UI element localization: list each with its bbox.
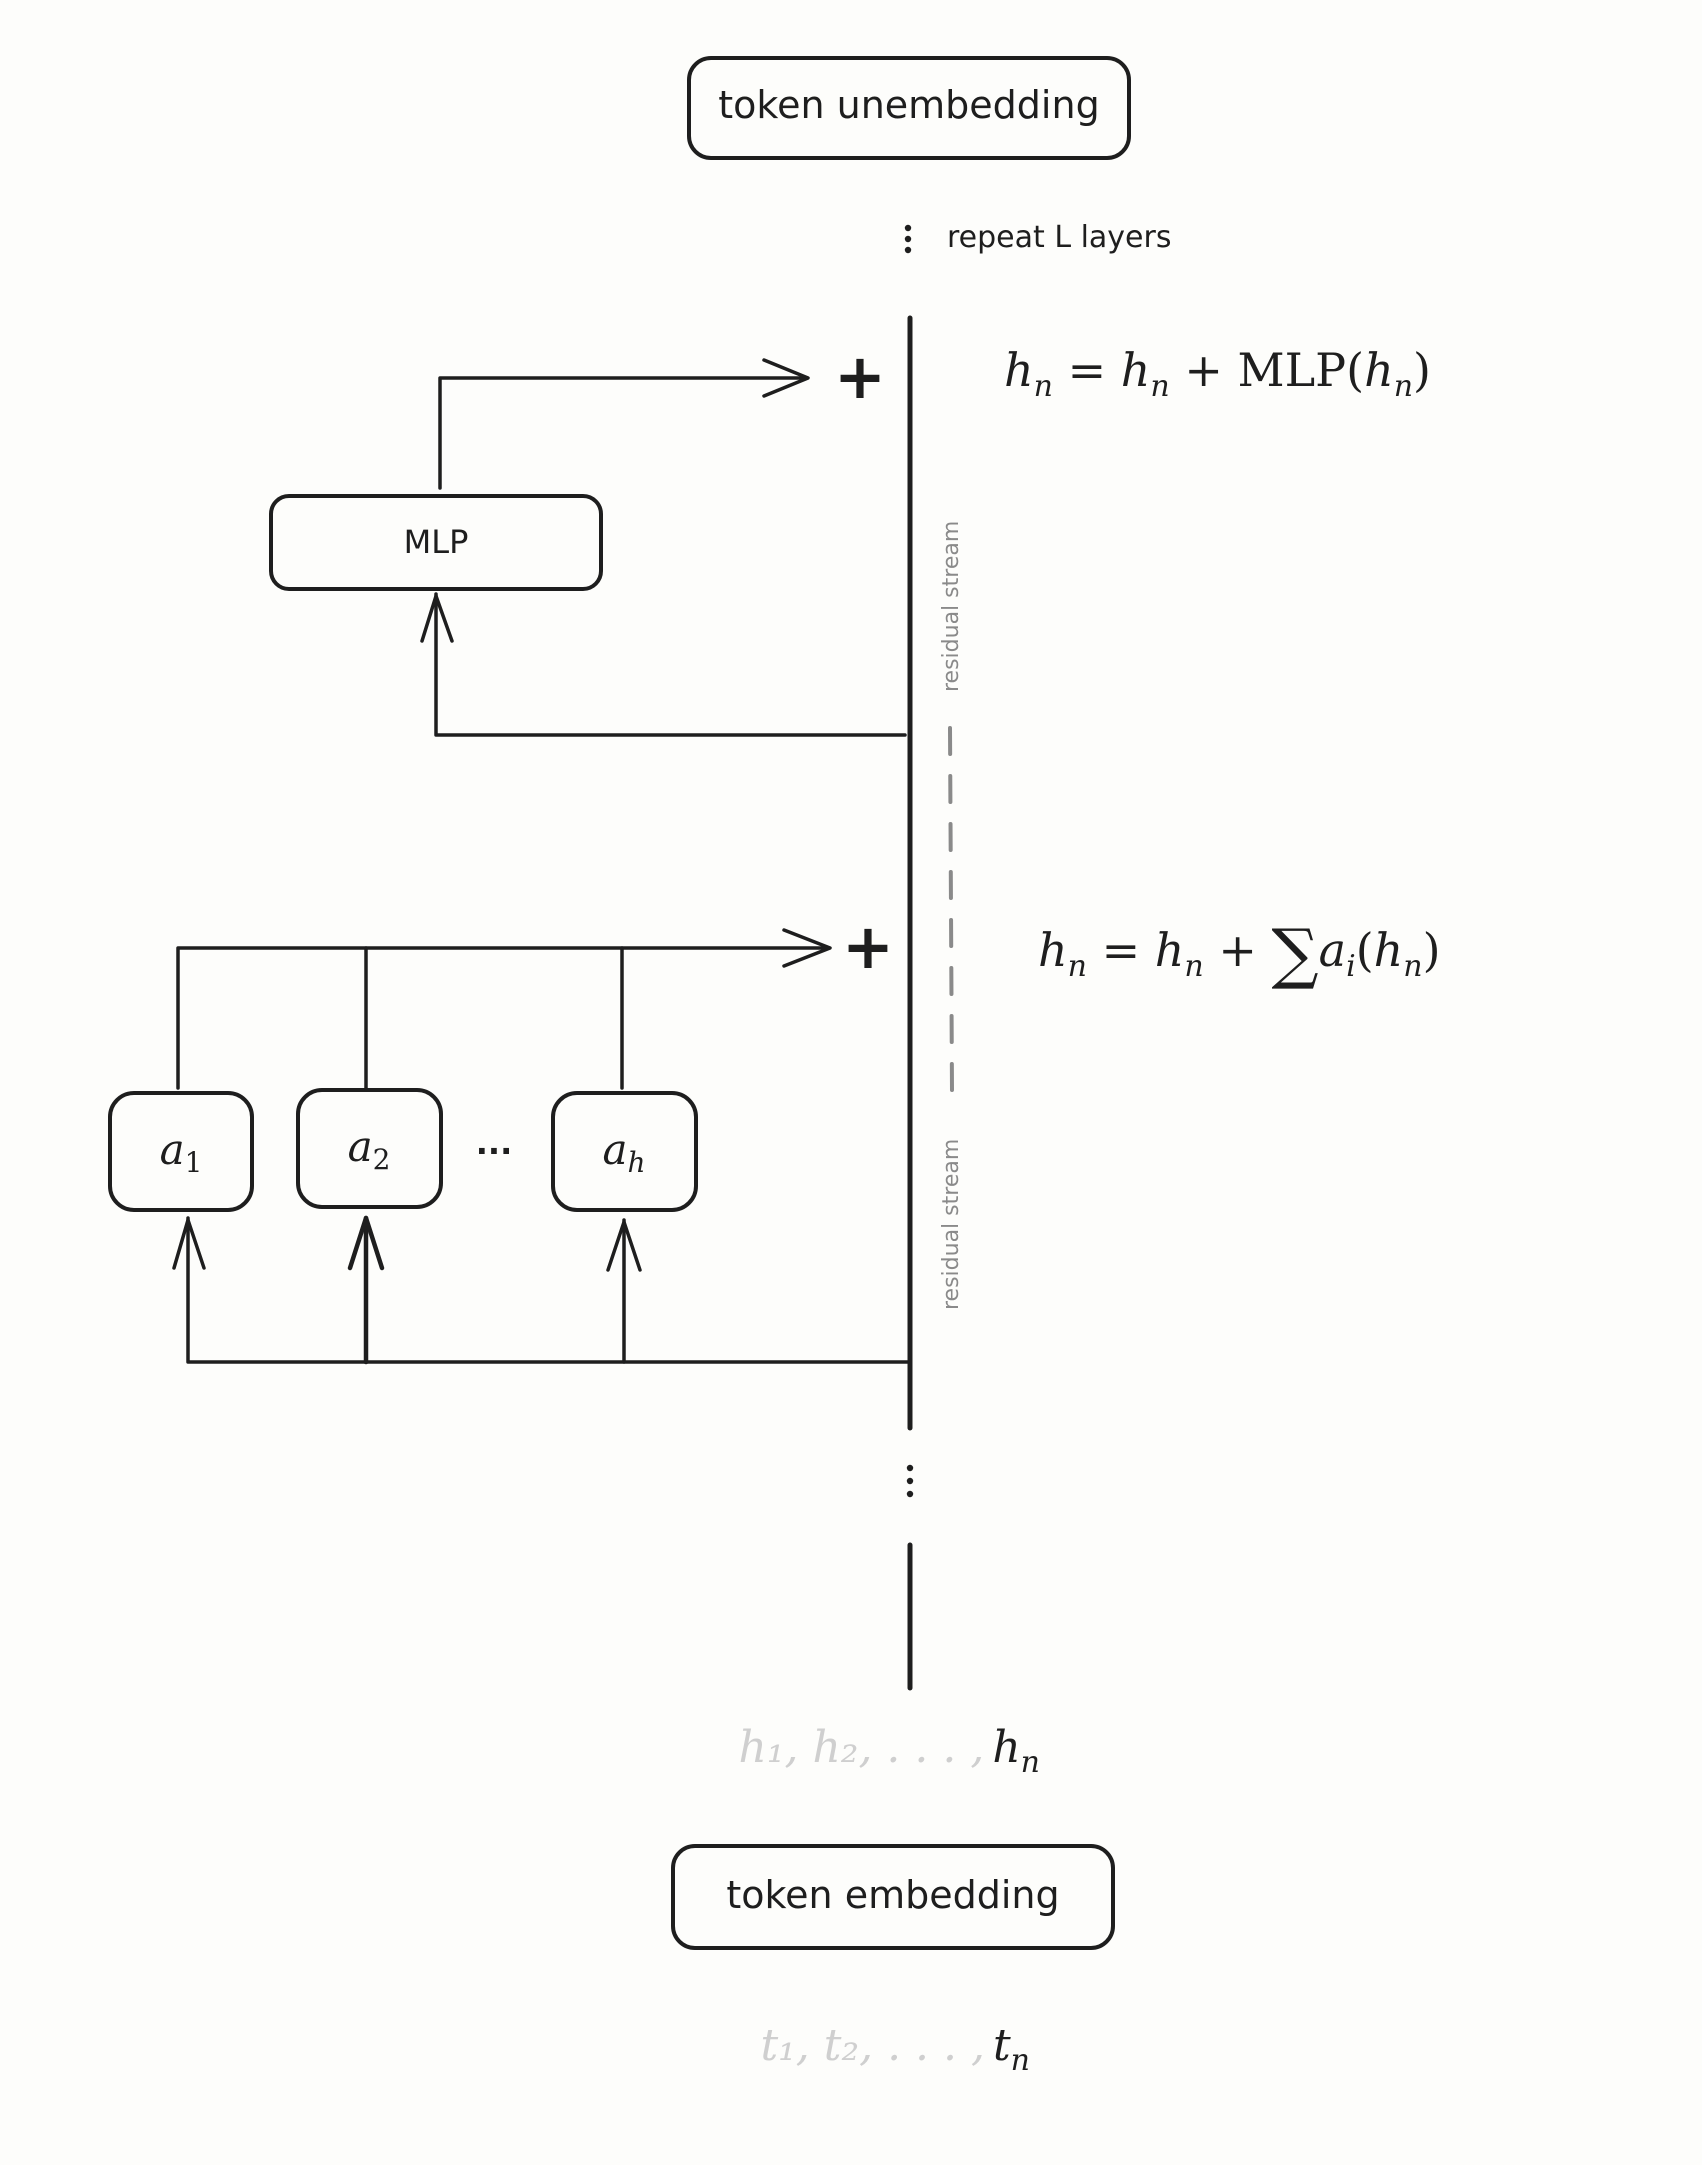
residual-stream-dashed-connector bbox=[948, 726, 954, 1094]
heads-ellipsis: ... bbox=[476, 1124, 512, 1162]
vdots-icon bbox=[904, 224, 912, 232]
attention-head-2: a2 bbox=[296, 1088, 443, 1209]
attention-add-icon: + bbox=[842, 910, 894, 983]
mlp-output-arrow bbox=[438, 376, 808, 490]
head-label: ah bbox=[602, 1125, 645, 1179]
mlp-block: MLP bbox=[269, 494, 603, 591]
attention-head-h: ah bbox=[551, 1091, 698, 1212]
attention-head-1: a1 bbox=[108, 1091, 254, 1212]
attention-equation: hn = hn + ∑ai(hn) bbox=[1038, 915, 1441, 992]
residual-stream-label-lower: residual stream bbox=[939, 1139, 964, 1310]
repeat-layers-label: repeat L layers bbox=[947, 220, 1171, 255]
head-label: a2 bbox=[348, 1122, 391, 1176]
attention-output-bus bbox=[176, 946, 830, 1090]
token-sequence: t₁, t₂, . . . ,tn bbox=[760, 2020, 1030, 2078]
mlp-label: MLP bbox=[404, 523, 469, 561]
mlp-add-icon: + bbox=[834, 340, 886, 413]
hidden-state-sequence: h₁, h₂, . . . ,hn bbox=[739, 1722, 1040, 1780]
residual-vdots-icon bbox=[906, 1464, 914, 1498]
mlp-input-arrow bbox=[434, 592, 907, 737]
repeat-layers-annotation: repeat L layers bbox=[904, 220, 1171, 255]
token-unembedding-label: token unembedding bbox=[718, 83, 1099, 127]
attention-input-bus bbox=[186, 1216, 912, 1364]
residual-stream-label-upper: residual stream bbox=[939, 521, 964, 692]
head-label: a1 bbox=[160, 1125, 203, 1179]
token-embedding-block: token embedding bbox=[671, 1844, 1115, 1950]
token-embedding-label: token embedding bbox=[726, 1873, 1059, 1917]
token-unembedding-block: token unembedding bbox=[687, 56, 1131, 160]
mlp-equation: hn = hn + MLP(hn) bbox=[1004, 343, 1431, 404]
